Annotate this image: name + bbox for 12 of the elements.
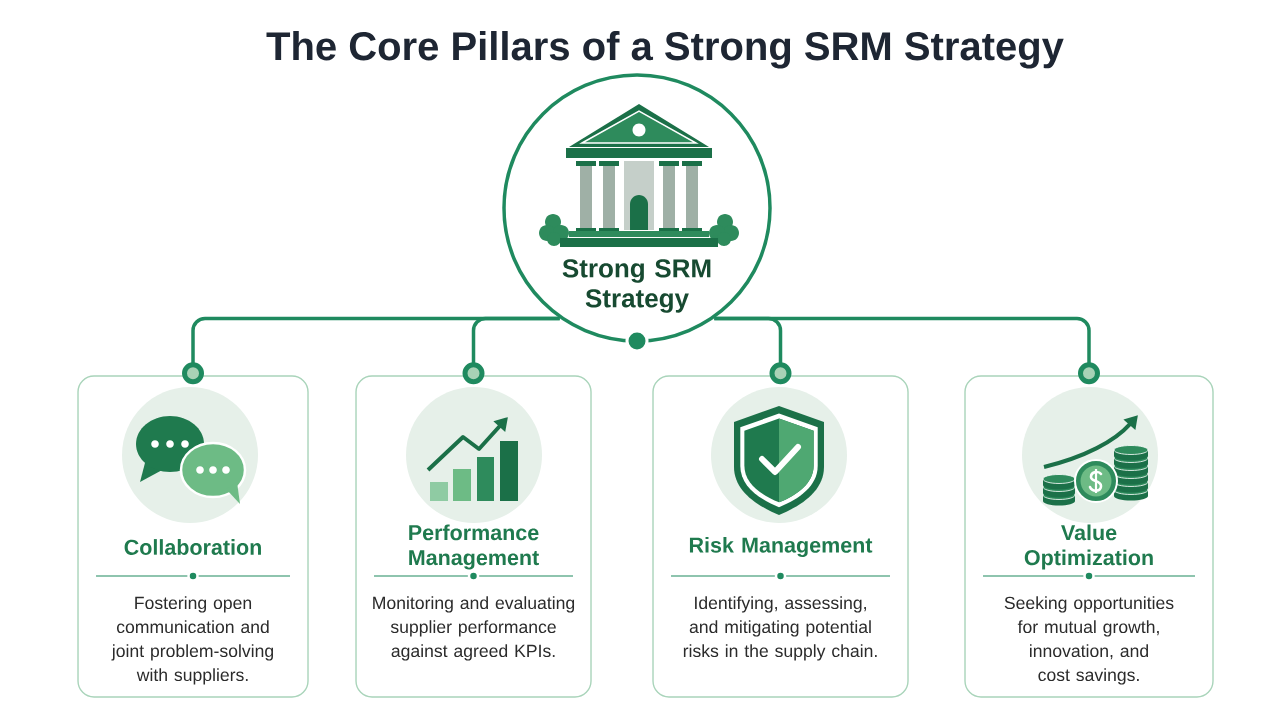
card-description: Monitoring and evaluating supplier performance against agreed KPIs. — [373, 596, 575, 661]
card-heading: Value Optimization — [1024, 524, 1153, 570]
card-heading: Collaboration — [124, 539, 261, 555]
connector-line — [714, 316, 1100, 385]
card-description: Seeking opportunities for mutual growth, innovation, and cost savings. — [1004, 596, 1174, 685]
card-description: Identifying, assessing, and mitigating potential risks in the supply chain. — [683, 596, 877, 661]
connector-line — [462, 316, 560, 385]
card-heading: Risk Management — [689, 536, 873, 558]
title: The Core Pillars of a Strong SRM Strategy — [266, 31, 1064, 69]
card-heading: Performance Management — [409, 524, 539, 570]
card-description: Fostering open communication and joint problem-solving with suppliers. — [111, 596, 274, 685]
hub-label: Strong SRM Strategy — [562, 259, 711, 313]
